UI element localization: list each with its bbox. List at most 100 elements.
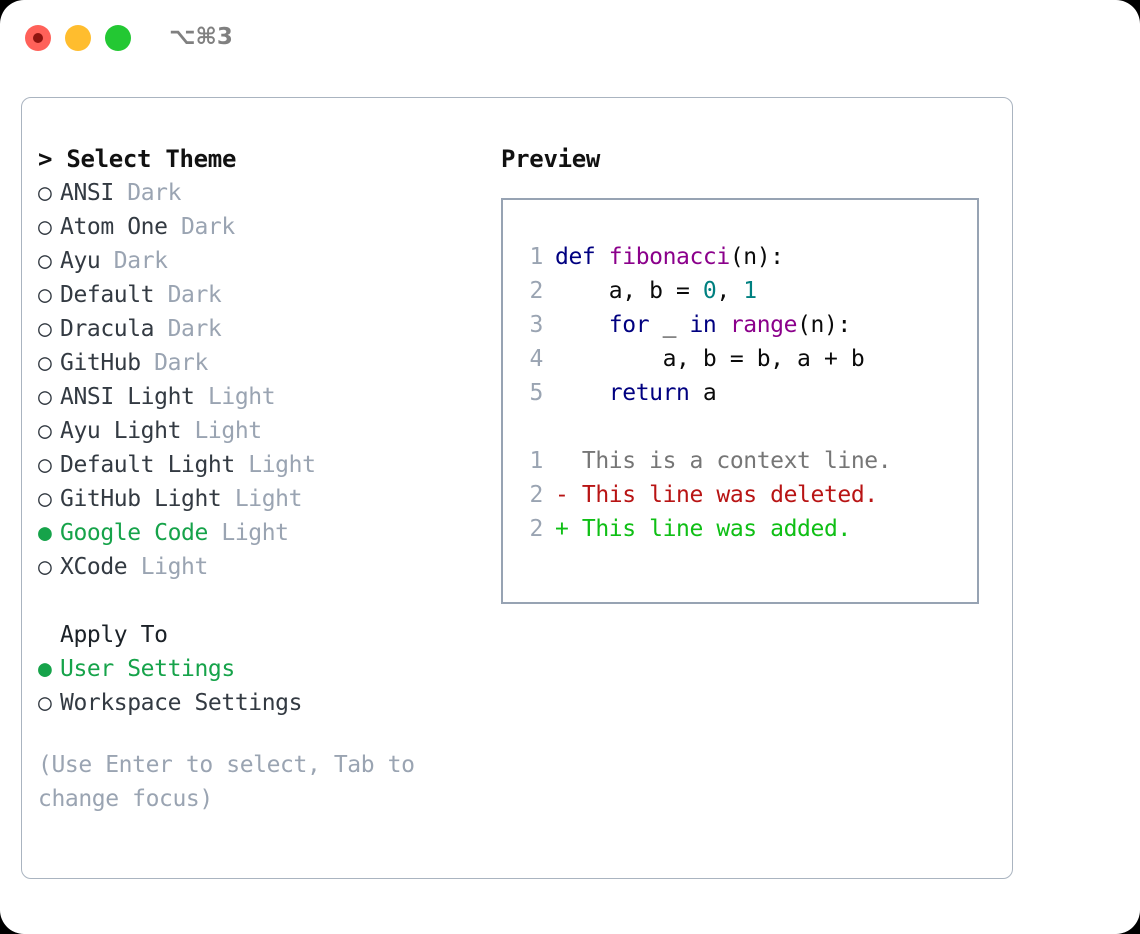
theme-option-label: Ayu bbox=[60, 248, 101, 274]
traffic-light-group bbox=[25, 25, 131, 51]
theme-option-label: ANSI Light bbox=[60, 384, 195, 410]
code-token: range bbox=[729, 312, 798, 338]
theme-option-label: Ayu Light bbox=[60, 418, 182, 444]
apply-to-header: Apply To bbox=[60, 622, 168, 648]
theme-selector-column: > Select Theme ○ ANSI Dark ○Atom One Dark… bbox=[38, 142, 498, 816]
theme-option-ansi-dark[interactable]: ○ ANSI Dark bbox=[38, 176, 498, 210]
theme-option-suffix: Dark bbox=[113, 248, 168, 274]
theme-option-label: Default Light bbox=[60, 452, 235, 478]
line-number: 4 bbox=[529, 346, 544, 372]
radio-unselected-icon: ○ bbox=[38, 248, 52, 274]
radio-unselected-icon: ○ bbox=[38, 316, 52, 342]
theme-option-xcode-light[interactable]: ○ XCode Light bbox=[38, 550, 498, 584]
radio-unselected-icon: ○ bbox=[38, 452, 52, 478]
code-token: a, b = b, a + b bbox=[555, 346, 865, 372]
theme-option-default-light[interactable]: ○ Default Light Light bbox=[38, 448, 498, 482]
theme-option-dracula-dark[interactable]: ○ Dracula Dark bbox=[38, 312, 498, 346]
list-spacer bbox=[38, 584, 498, 618]
maximize-window-button[interactable] bbox=[105, 25, 131, 51]
code-token bbox=[555, 312, 609, 338]
theme-option-suffix: Dark bbox=[154, 350, 208, 376]
code-token: fibonacci bbox=[608, 244, 730, 270]
theme-option-suffix: Light bbox=[234, 486, 303, 512]
title-bar: ⌥⌘3 bbox=[0, 0, 1140, 78]
line-number: 2 bbox=[529, 482, 544, 508]
close-window-button[interactable] bbox=[25, 25, 51, 51]
theme-option-suffix: Light bbox=[221, 520, 289, 546]
radio-unselected-icon: ○ bbox=[38, 554, 52, 580]
apply-to-option-label: Workspace Settings bbox=[60, 690, 303, 716]
radio-unselected-icon: ○ bbox=[38, 384, 52, 410]
code-token: in bbox=[689, 312, 717, 338]
code-line: 4 a, b = b, a + b bbox=[519, 342, 977, 376]
theme-option-suffix: Dark bbox=[167, 282, 222, 308]
diff-marker: + bbox=[555, 516, 569, 542]
theme-option-label: XCode bbox=[60, 554, 128, 580]
radio-unselected-icon: ○ bbox=[38, 486, 52, 512]
diff-text: This line was deleted. bbox=[568, 482, 878, 508]
theme-option-suffix: Light bbox=[207, 384, 276, 410]
theme-option-suffix: Dark bbox=[181, 214, 235, 240]
theme-list-header-label: Select Theme bbox=[66, 145, 237, 173]
radio-unselected-icon: ○ bbox=[38, 690, 52, 716]
theme-list-header: > Select Theme bbox=[38, 142, 498, 176]
diff-line-context: 1 This is a context line. bbox=[519, 444, 977, 478]
theme-option-label: Default bbox=[60, 282, 155, 308]
apply-to-option-workspace-settings[interactable]: ○ Workspace Settings bbox=[38, 686, 498, 720]
diff-line-added: 2 + This line was added. bbox=[519, 512, 977, 546]
diff-text: This is a context line. bbox=[568, 448, 892, 474]
minimize-window-button[interactable] bbox=[65, 25, 91, 51]
code-token bbox=[716, 312, 729, 338]
diff-text: This line was added. bbox=[568, 516, 851, 542]
line-number: 2 bbox=[529, 516, 544, 542]
theme-option-suffix: Dark bbox=[127, 180, 182, 206]
theme-option-ayu-light[interactable]: ○Ayu Light Light bbox=[38, 414, 498, 448]
line-number: 1 bbox=[529, 448, 544, 474]
code-token: 0 bbox=[702, 278, 717, 304]
code-line: 3 for _ in range(n): bbox=[519, 308, 977, 342]
radio-selected-icon: ● bbox=[38, 656, 52, 682]
theme-option-google-code-light[interactable]: ● Google Code Light bbox=[38, 516, 498, 550]
code-token bbox=[555, 380, 609, 406]
code-token: return bbox=[608, 380, 690, 406]
theme-option-ayu-dark[interactable]: ○ Ayu Dark bbox=[38, 244, 498, 278]
theme-option-github-light[interactable]: ○ GitHub Light Light bbox=[38, 482, 498, 516]
theme-option-suffix: Light bbox=[140, 554, 209, 580]
theme-option-suffix: Dark bbox=[167, 316, 222, 342]
theme-option-github-dark[interactable]: ○GitHub Dark bbox=[38, 346, 498, 380]
theme-option-label: Google Code bbox=[60, 520, 208, 546]
code-token: a, b = bbox=[555, 278, 703, 304]
preview-title: Preview bbox=[501, 145, 601, 173]
theme-option-label: GitHub Light bbox=[60, 486, 222, 512]
radio-unselected-icon: ○ bbox=[38, 282, 52, 308]
code-token: (n): bbox=[729, 244, 784, 270]
theme-option-ansi-light[interactable]: ○ ANSI Light Light bbox=[38, 380, 498, 414]
radio-unselected-icon: ○ bbox=[38, 214, 52, 240]
theme-option-default-dark[interactable]: ○ Default Dark bbox=[38, 278, 498, 312]
prompt-caret-icon: > bbox=[38, 145, 67, 173]
theme-option-label: Dracula bbox=[60, 316, 155, 342]
theme-option-label: ANSI bbox=[60, 180, 114, 206]
code-token: 1 bbox=[743, 278, 757, 304]
radio-selected-icon: ● bbox=[38, 520, 52, 546]
diff-marker: - bbox=[555, 482, 569, 508]
theme-option-label: GitHub bbox=[60, 350, 141, 376]
keyboard-shortcut-label: ⌥⌘3 bbox=[169, 24, 233, 50]
radio-unselected-icon: ○ bbox=[38, 180, 52, 206]
theme-option-suffix: Light bbox=[248, 452, 316, 478]
diff-marker bbox=[555, 448, 568, 474]
code-token: for bbox=[608, 312, 650, 338]
code-blank-line bbox=[519, 410, 977, 444]
code-token: (n): bbox=[797, 312, 851, 338]
code-token: , bbox=[716, 278, 744, 304]
code-line: 2 a, b = 0, 1 bbox=[519, 274, 977, 308]
apply-to-option-user-settings[interactable]: ● User Settings bbox=[38, 652, 498, 686]
theme-option-atom-one-dark[interactable]: ○Atom One Dark bbox=[38, 210, 498, 244]
line-number: 2 bbox=[529, 278, 544, 304]
dialog-panel: > Select Theme ○ ANSI Dark ○Atom One Dark… bbox=[21, 97, 1013, 879]
apply-to-option-label: User Settings bbox=[60, 656, 235, 682]
